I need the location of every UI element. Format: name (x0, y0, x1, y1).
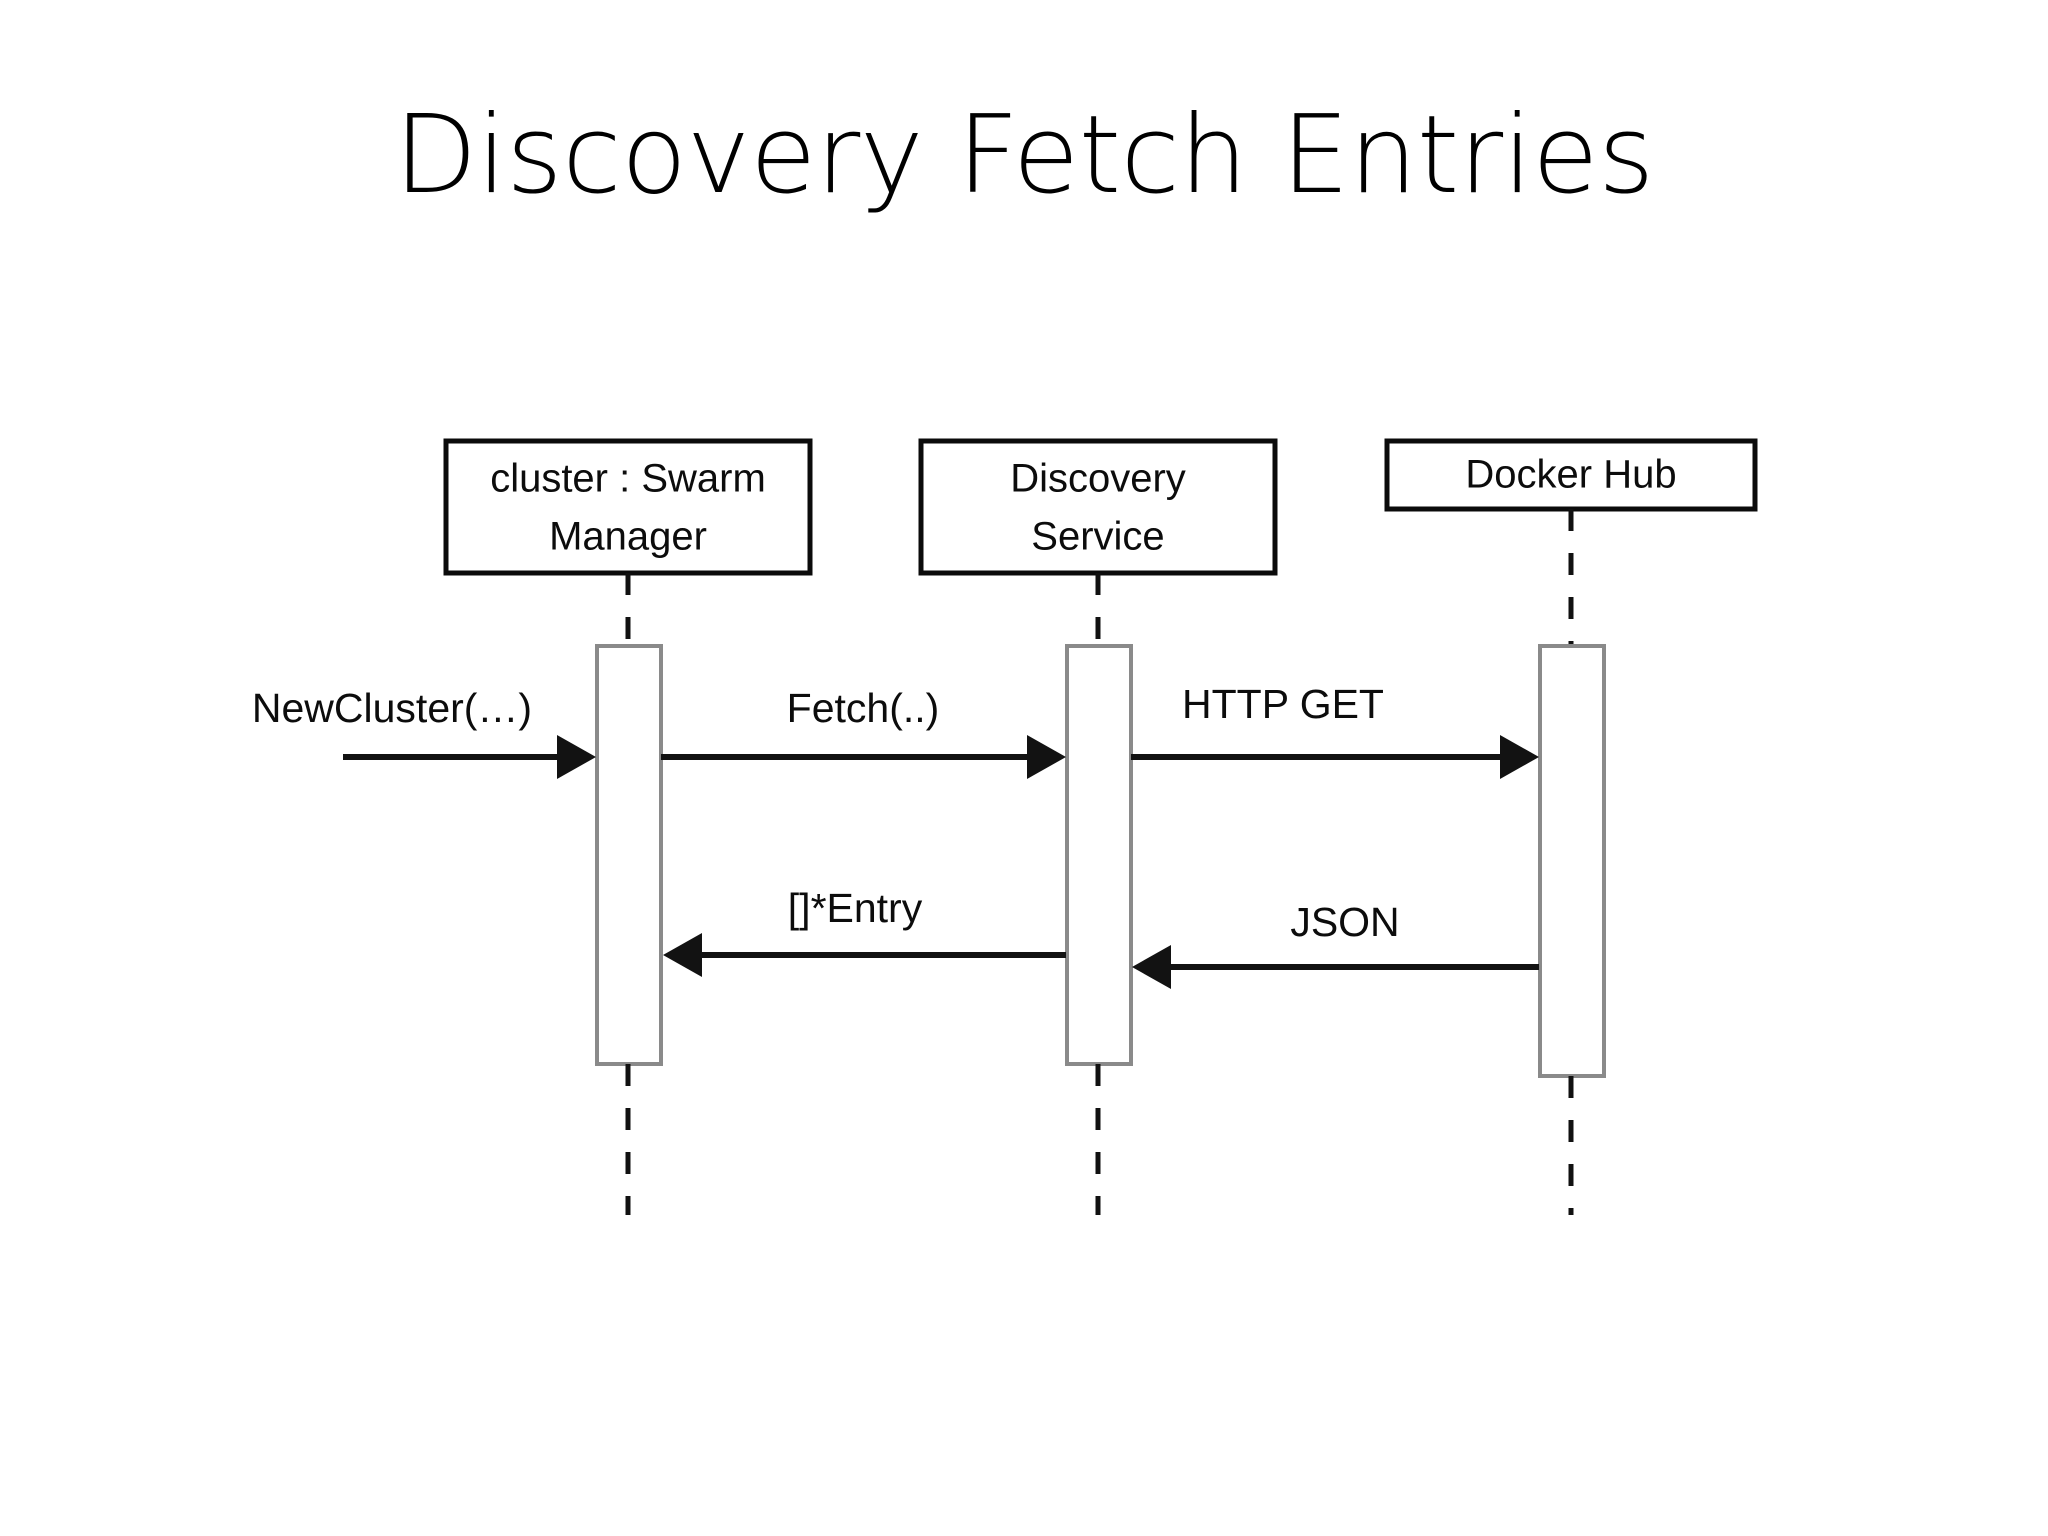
message-label-entry-return: []*Entry (788, 885, 923, 931)
arrowhead-http-get (1500, 735, 1539, 779)
participant-docker-hub[interactable]: Docker Hub (1384, 438, 1758, 1215)
participant-box-discovery-service[interactable] (918, 438, 1278, 576)
arrowhead-entry-return (663, 933, 702, 977)
message-json-return[interactable]: JSON (1132, 899, 1539, 989)
participant-label-docker-hub-line1: Docker Hub (1465, 453, 1676, 497)
message-entry-return[interactable]: []*Entry (663, 885, 1066, 977)
message-label-fetch: Fetch(..) (787, 685, 940, 731)
message-fetch[interactable]: Fetch(..) (661, 685, 1066, 779)
arrowhead-json-return (1132, 945, 1171, 989)
activation-bar-swarm-manager (595, 644, 663, 1066)
activation-bar-docker-hub (1538, 644, 1606, 1078)
arrowhead-new-cluster (557, 735, 596, 779)
participant-box-swarm-manager[interactable] (443, 438, 813, 576)
message-label-http-get: HTTP GET (1182, 681, 1384, 727)
activation-bar-discovery-service (1065, 644, 1133, 1066)
participant-label-swarm-manager-line2: Manager (549, 515, 707, 559)
participant-discovery-service[interactable]: Discovery Service (918, 438, 1278, 1215)
message-new-cluster[interactable]: NewCluster(…) (252, 685, 596, 779)
arrowhead-fetch (1027, 735, 1066, 779)
message-label-json-return: JSON (1290, 899, 1399, 945)
page-title: Discovery Fetch Entries (394, 93, 1654, 218)
participant-swarm-manager[interactable]: cluster : Swarm Manager (443, 438, 813, 1215)
participant-label-discovery-service-line1: Discovery (1010, 457, 1186, 501)
message-label-new-cluster: NewCluster(…) (252, 685, 532, 731)
participant-box-docker-hub[interactable] (1384, 438, 1758, 512)
participant-label-discovery-service-line2: Service (1031, 515, 1164, 559)
participant-label-swarm-manager-line1: cluster : Swarm (490, 457, 766, 501)
message-http-get[interactable]: HTTP GET (1131, 681, 1539, 779)
